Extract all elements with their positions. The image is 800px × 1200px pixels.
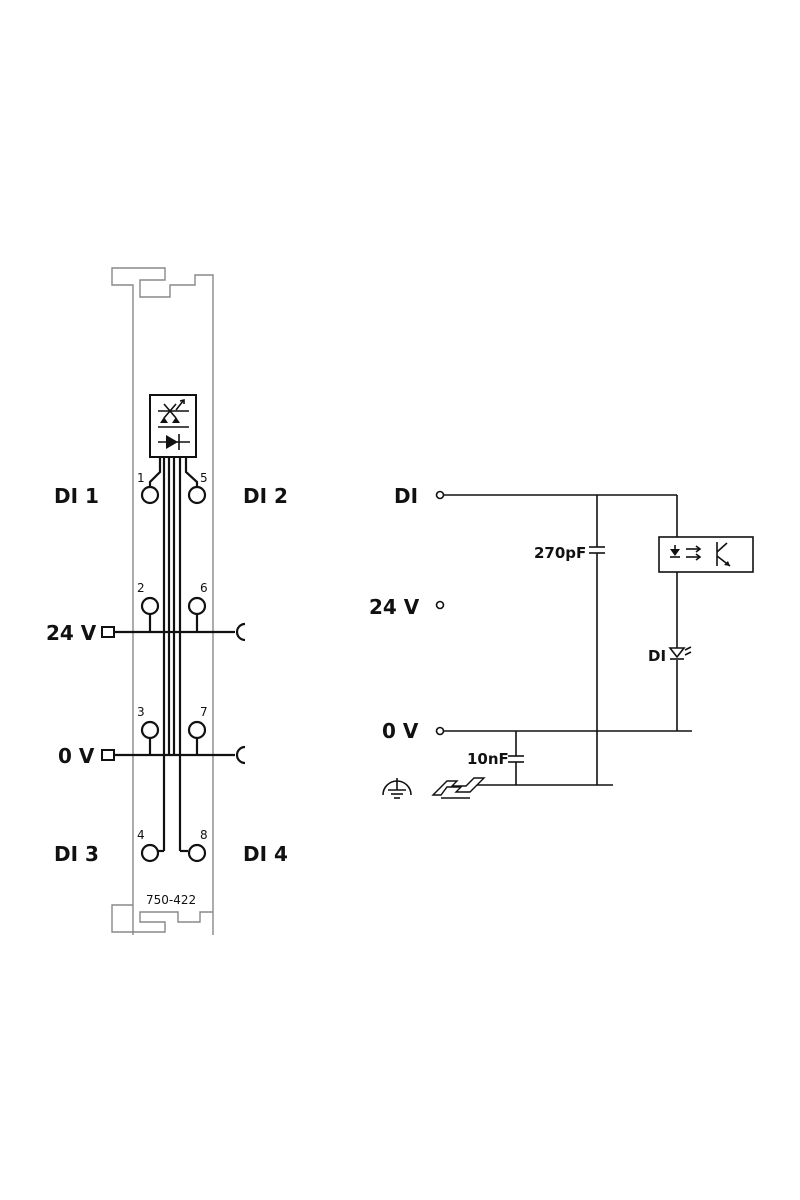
internal-bus <box>148 457 199 853</box>
label-24v: 24 V <box>46 621 97 645</box>
terminal-number-3: 3 <box>137 705 145 719</box>
optocoupler-block <box>149 394 197 458</box>
ground-icon <box>382 778 412 799</box>
terminal-6-point <box>187 596 207 616</box>
terminal-number-1: 1 <box>137 471 145 485</box>
module-housing <box>111 267 214 935</box>
label-circuit-di: DI <box>394 484 418 508</box>
label-di4: DI 4 <box>243 842 288 866</box>
terminal-8-point <box>187 843 207 863</box>
label-capacitor-10nf: 10nF <box>467 750 509 768</box>
label-led-di: DI <box>648 647 666 665</box>
terminal-number-8: 8 <box>200 828 208 842</box>
label-circuit-0v: 0 V <box>382 719 419 743</box>
label-di2: DI 2 <box>243 484 288 508</box>
terminal-number-4: 4 <box>137 828 145 842</box>
optocoupler-symbol <box>658 536 754 573</box>
led-symbol <box>668 646 692 660</box>
terminal-4-point <box>140 843 160 863</box>
part-number: 750-422 <box>146 893 196 907</box>
label-circuit-24v: 24 V <box>369 595 420 619</box>
terminal-7-point <box>187 720 207 740</box>
terminal-2-point <box>140 596 160 616</box>
label-di3: DI 3 <box>54 842 99 866</box>
terminal-3-point <box>140 720 160 740</box>
input-circuit <box>435 490 692 786</box>
terminal-number-7: 7 <box>200 705 208 719</box>
label-0v: 0 V <box>58 744 95 768</box>
terminal-1-point <box>140 485 160 505</box>
label-capacitor-270pf: 270pF <box>534 544 586 562</box>
terminal-number-2: 2 <box>137 581 145 595</box>
terminal-number-6: 6 <box>200 581 208 595</box>
terminal-5-point <box>187 485 207 505</box>
din-rail-icon <box>431 777 486 799</box>
label-di1: DI 1 <box>54 484 99 508</box>
supply-rail-24v <box>101 614 246 642</box>
terminal-number-5: 5 <box>200 471 208 485</box>
supply-rail-0v <box>101 738 246 765</box>
